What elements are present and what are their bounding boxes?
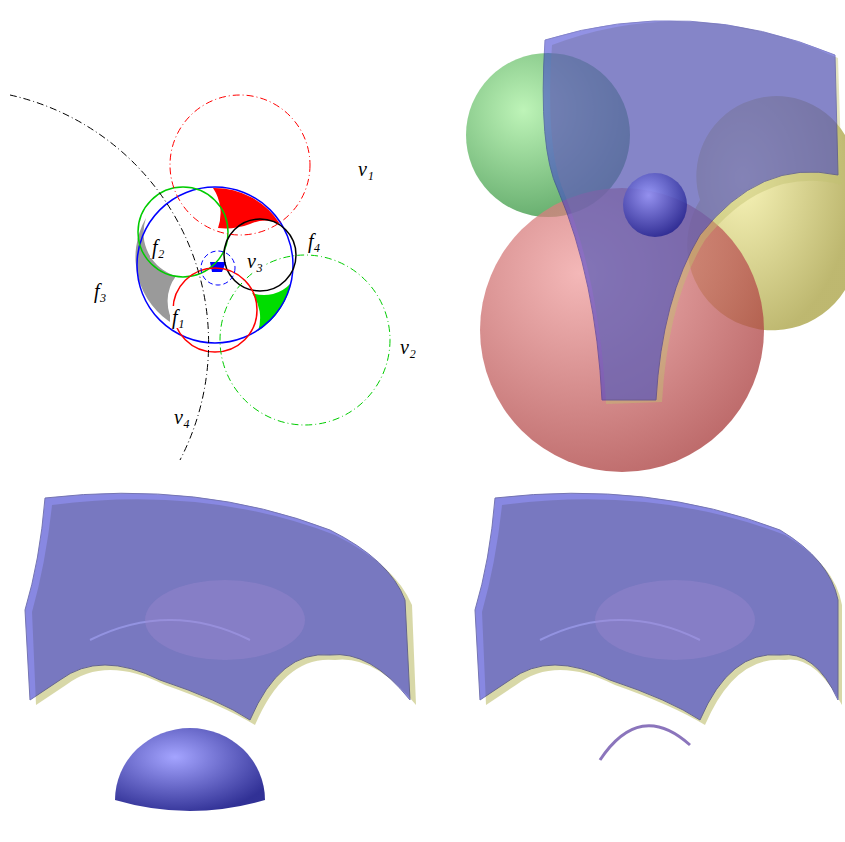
render-with-spheres: [466, 21, 845, 472]
vertex-label: v₄: [172, 406, 192, 428]
render-without-dome: [475, 493, 842, 760]
vertex-label: v₃: [245, 250, 265, 272]
face-label: f₄: [306, 230, 323, 252]
face-label: f₁: [170, 306, 187, 328]
render-with-dome: [25, 493, 416, 811]
vertex-label: v₂: [398, 336, 418, 358]
face-label: f₃: [92, 280, 109, 302]
planar-diagram: [10, 95, 390, 460]
face-label: f₂: [150, 236, 167, 258]
vertex-label: v₁: [356, 158, 376, 180]
